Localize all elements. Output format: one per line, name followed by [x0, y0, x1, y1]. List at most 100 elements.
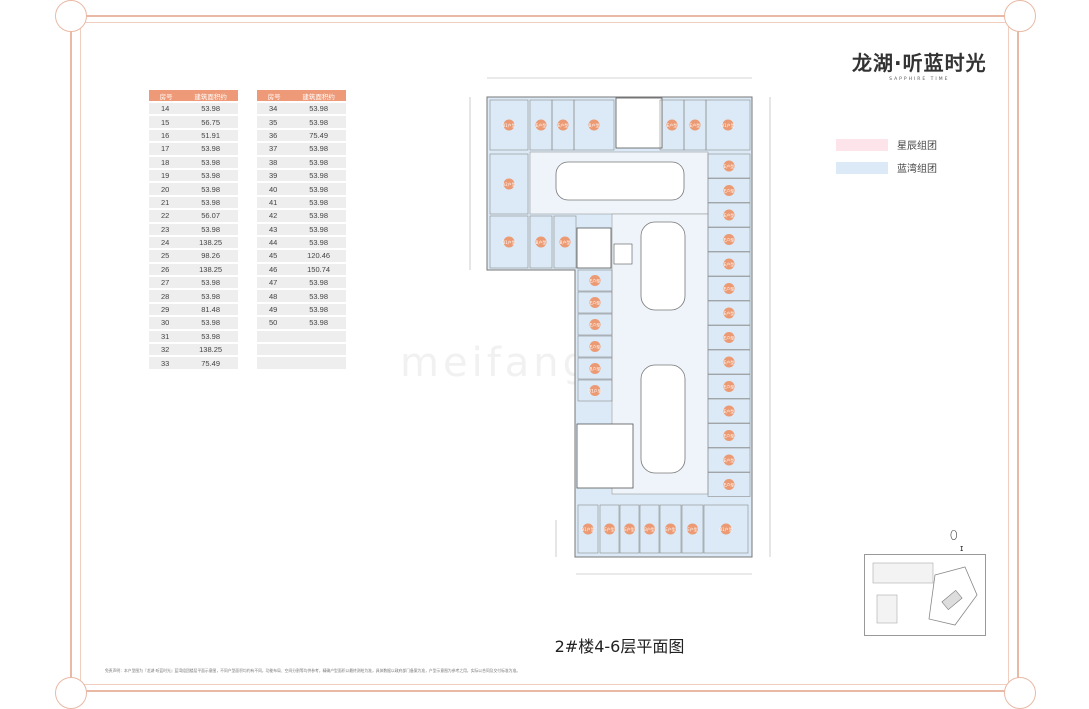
room-area: 53.98: [183, 330, 238, 343]
room-number: 50: [257, 317, 292, 329]
unit-cell: B1户型: [489, 215, 529, 269]
unit-type-label: E户型: [724, 163, 735, 169]
unit-outline: [553, 215, 577, 269]
room-number: [257, 357, 292, 369]
room-area: [291, 357, 346, 369]
unit-type-label: B户型: [644, 526, 655, 532]
unit-cell: E户型: [577, 335, 613, 358]
table-row: [257, 357, 346, 369]
unit-type-label: E户型: [724, 212, 735, 218]
unit-type-label: E户型: [724, 384, 735, 390]
room-number: 19: [149, 169, 184, 182]
unit-cell: B1户型: [577, 504, 599, 554]
unit-outline: [707, 251, 751, 277]
unit-type-label: E户型: [590, 300, 601, 306]
unit-outline: [707, 374, 751, 399]
room-number: 21: [149, 196, 184, 209]
unit-outline: [707, 202, 751, 228]
unit-outline: [707, 227, 751, 252]
room-area: 53.98: [291, 103, 346, 115]
room-number: 43: [257, 223, 292, 235]
legend-item: 蓝湾组团: [836, 160, 937, 175]
unit-type-label: B户型: [536, 239, 547, 245]
site-key-map: [864, 554, 986, 636]
unit-cell: E户型: [707, 349, 751, 375]
room-number: 35: [257, 116, 292, 128]
room-number: 23: [149, 223, 184, 235]
room-area: 53.98: [183, 277, 238, 289]
table-row: [257, 330, 346, 343]
unit-marker-dot: [582, 523, 594, 535]
site-key-map-drawing: [872, 562, 978, 626]
room-area: 53.98: [183, 156, 238, 168]
room-number: 15: [149, 116, 184, 128]
unit-type-label: E户型: [724, 433, 735, 439]
north-arrow-icon: ⬯: [950, 528, 958, 542]
room-number: 20: [149, 183, 184, 195]
unit-type-label: E户型: [724, 286, 735, 292]
room-area: 53.98: [183, 223, 238, 235]
unit-type-label: E户型: [690, 122, 701, 128]
unit-type-label: E户型: [724, 335, 735, 341]
unit-cell: B户型: [577, 357, 613, 380]
unit-outline: [577, 335, 613, 358]
room-number: 27: [149, 277, 184, 289]
room-area: 53.98: [291, 183, 346, 195]
table-row: [257, 344, 346, 356]
unit-cell: B1户型: [489, 99, 529, 151]
room-number: 44: [257, 236, 292, 249]
unit-outline: [681, 504, 704, 554]
unit-marker-dot: [589, 275, 601, 286]
room-area: 75.49: [183, 357, 238, 369]
room-area: 53.98: [183, 143, 238, 155]
room-area: 53.98: [291, 156, 346, 168]
unit-marker-dot: [559, 236, 571, 248]
unit-outline: [707, 153, 751, 179]
plan-caption: 2#楼4-6层平面图: [0, 633, 1089, 657]
room-number: 48: [257, 290, 292, 302]
unit-type-label: E户型: [724, 408, 735, 414]
room-area: 75.49: [291, 129, 346, 142]
room-area: 53.98: [291, 116, 346, 128]
unit-marker-dot: [723, 234, 735, 245]
legend-label: 蓝湾组团: [897, 164, 937, 175]
atrium-void: [555, 161, 685, 201]
unit-outline: [577, 291, 613, 314]
stair-core: [576, 423, 634, 489]
unit-marker-dot: [535, 236, 547, 248]
outer-frame: [70, 15, 1019, 692]
atrium-void: [640, 221, 686, 311]
room-area: 138.25: [183, 344, 238, 356]
room-area: 53.98: [291, 277, 346, 289]
unit-type-label: A2户型: [502, 181, 515, 187]
unit-cell: E户型: [707, 178, 751, 203]
unit-type-label: E户型: [724, 482, 735, 488]
unit-outline: [703, 504, 749, 554]
room-number: 36: [257, 129, 292, 142]
unit-marker-dot: [723, 209, 735, 221]
column-header-room: 房号: [149, 90, 184, 101]
unit-type-label: E户型: [624, 526, 635, 532]
unit-type-label: B1户型: [581, 526, 594, 532]
frame-corner-ornament: [1004, 0, 1036, 32]
unit-type-label: E户型: [665, 526, 676, 532]
unit-cell: B户型: [573, 99, 615, 151]
frame-corner-ornament: [55, 0, 87, 32]
unit-marker-dot: [723, 381, 735, 392]
unit-type-label: B户型: [590, 366, 601, 372]
room-area: 53.98: [183, 183, 238, 195]
unit-cell: B户型: [553, 215, 577, 269]
room-number: [257, 344, 292, 356]
room-area: 51.91: [183, 129, 238, 142]
unit-marker-dot: [689, 119, 701, 131]
unit-marker-dot: [723, 332, 735, 343]
unit-outline: [707, 300, 751, 326]
